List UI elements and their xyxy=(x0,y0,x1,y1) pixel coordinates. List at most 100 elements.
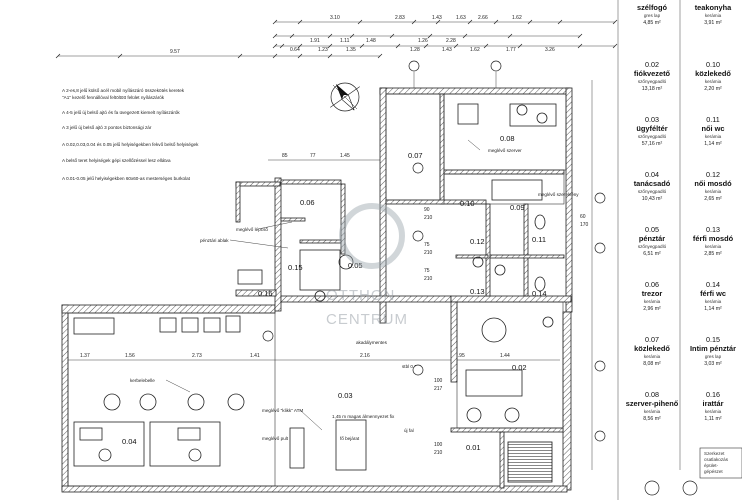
dim-label: 85 xyxy=(282,153,288,159)
dim-label: 2.28 xyxy=(446,38,456,44)
dimension-tick xyxy=(389,33,395,39)
legend-room-name: tanácsadó xyxy=(634,179,671,188)
dimension-tick xyxy=(483,43,489,49)
door-tag: 75 xyxy=(424,242,430,248)
annotation-text: meglévő pult xyxy=(262,436,289,441)
dim-label: 1.43 xyxy=(442,47,452,53)
annotation-text: meglévő "klikk" ATM xyxy=(262,408,303,413)
legend-room-name: szélfogó xyxy=(637,3,667,12)
dimension-tick xyxy=(427,33,433,39)
legend-area: 6,51 m² xyxy=(643,251,661,257)
door-tag: 90 xyxy=(424,207,430,213)
dim-label: 9.57 xyxy=(170,49,180,55)
door-tag: 210 xyxy=(434,450,443,456)
door-tag: 100 xyxy=(434,442,443,448)
room-number: 0.02 xyxy=(512,363,527,372)
dim-label: 1.77 xyxy=(506,47,516,53)
dim-label: 2.83 xyxy=(395,15,405,21)
legend-room-number: 0.05 xyxy=(645,225,659,234)
legend-room-name: ügyféltér xyxy=(636,124,667,133)
furniture xyxy=(73,103,557,483)
note-line: A 4-5 jelű új belső ajtó és fa üvegezett… xyxy=(62,110,180,115)
legend-floor-type: kerámia xyxy=(705,244,722,249)
room-number: 0.08 xyxy=(500,134,515,143)
dimension-tick xyxy=(435,19,441,25)
legend-room-number: 0.16 xyxy=(706,390,720,399)
legend-floor-type: kerámia xyxy=(705,13,722,18)
dimension-tick xyxy=(327,43,333,49)
dimension-tick xyxy=(272,33,278,39)
legend-area: 57,16 m² xyxy=(642,141,663,147)
dimension-tick xyxy=(297,53,303,59)
dim-label: 1.48 xyxy=(366,38,376,44)
legend-room-number: 0.12 xyxy=(706,170,720,179)
legend-area: 2,85 m² xyxy=(704,251,722,257)
dimension-tick xyxy=(327,33,333,39)
note-line: A 0.02,0.03,0.04 és 0.05 jelű helyiségek… xyxy=(62,142,199,147)
legend-area: 2,96 m² xyxy=(643,306,661,312)
legend-room-name: teakonyha xyxy=(695,3,732,12)
symbol-icon xyxy=(682,480,698,496)
room-number: 0.13 xyxy=(470,287,485,296)
footer-text: épület- xyxy=(704,463,719,468)
legend-floor-type: kerámia xyxy=(705,79,722,84)
legend-floor-type: kerámia xyxy=(705,189,722,194)
legend-room-name: Intim pénztár xyxy=(690,344,736,353)
door-tag: 217 xyxy=(434,386,443,392)
dim-label: 1.91 xyxy=(310,38,320,44)
legend-area: 2,65 m² xyxy=(704,196,722,202)
annotation-text: pénztári ablak xyxy=(200,238,229,243)
dim-label: 1.28 xyxy=(410,47,420,53)
legend-floor-type: gres lap xyxy=(644,13,661,18)
dimension-tick xyxy=(279,43,285,49)
note-line: "A1" kezelő fennállóval feltöltött felül… xyxy=(62,95,165,100)
legend-room-number: 0.03 xyxy=(645,115,659,124)
dimension-tick xyxy=(577,33,583,39)
notes-block: A 2-es,8 jelű külső acél mobil nyílászár… xyxy=(62,88,199,181)
door-tag: 170 xyxy=(580,222,589,228)
legend-room-number: 0.14 xyxy=(706,280,720,289)
legend-floor-type: kerámia xyxy=(705,409,722,414)
dim-label: 1.43 xyxy=(432,15,442,21)
legend-room-name: pénztár xyxy=(639,234,665,243)
dim-label: 2.95 xyxy=(455,353,465,359)
dimension-tick xyxy=(507,33,513,39)
dimension-tick xyxy=(272,43,278,49)
dim-label: 1.44 xyxy=(500,353,510,359)
dim-label: 3.26 xyxy=(545,47,555,53)
dim-label: 1.11 xyxy=(340,38,350,44)
room-number: 0.09 xyxy=(510,203,525,212)
legend-room-number: 0.06 xyxy=(645,280,659,289)
legend-room-name: férfi mosdó xyxy=(693,234,734,243)
legend-room-number: 0.11 xyxy=(706,115,719,124)
legend-room-number: 0.04 xyxy=(645,170,659,179)
legend-floor-type: szőnyegpadló xyxy=(638,189,667,194)
dimension-tick xyxy=(359,43,365,49)
legend-area: 2,20 m² xyxy=(704,86,722,92)
dimension-tick xyxy=(327,53,333,59)
legend-floor-type: kerámia xyxy=(705,299,722,304)
north-arrow-icon xyxy=(330,82,360,112)
dimension-tick xyxy=(577,43,583,49)
dimension-tick xyxy=(453,43,459,49)
legend-room-number: 0.07 xyxy=(645,335,659,344)
note-line: A 0.01-0.05 jelű helyiségekben 60x60-as … xyxy=(62,176,191,181)
footer-box xyxy=(699,447,742,479)
legend-room-number: 0.08 xyxy=(645,390,659,399)
legend-room-number: 0.10 xyxy=(706,60,720,69)
dim-label: 0.64 xyxy=(290,47,300,53)
dim-label: 1.37 xyxy=(80,353,90,359)
dim-label: 77 xyxy=(310,153,316,159)
room-number: 0.12 xyxy=(470,237,485,246)
note-line: A belső teret helyiségek gépi szellőzéss… xyxy=(62,158,171,163)
dim-label: 3.10 xyxy=(330,15,340,21)
legend-area: 8,56 m² xyxy=(643,416,661,422)
dimension-tick xyxy=(55,53,61,59)
plan-annotations: meglévő szerver meglévő lépcső pénztári … xyxy=(130,139,579,441)
room-number: 0.10 xyxy=(460,199,475,208)
door-tag: 60 xyxy=(580,214,586,220)
dimension-tick xyxy=(467,19,473,25)
legend-area: 1,11 m² xyxy=(704,416,721,422)
legend-floor-type: szőnyegpadló xyxy=(638,244,667,249)
legend-floor-type: kerámia xyxy=(644,299,661,304)
